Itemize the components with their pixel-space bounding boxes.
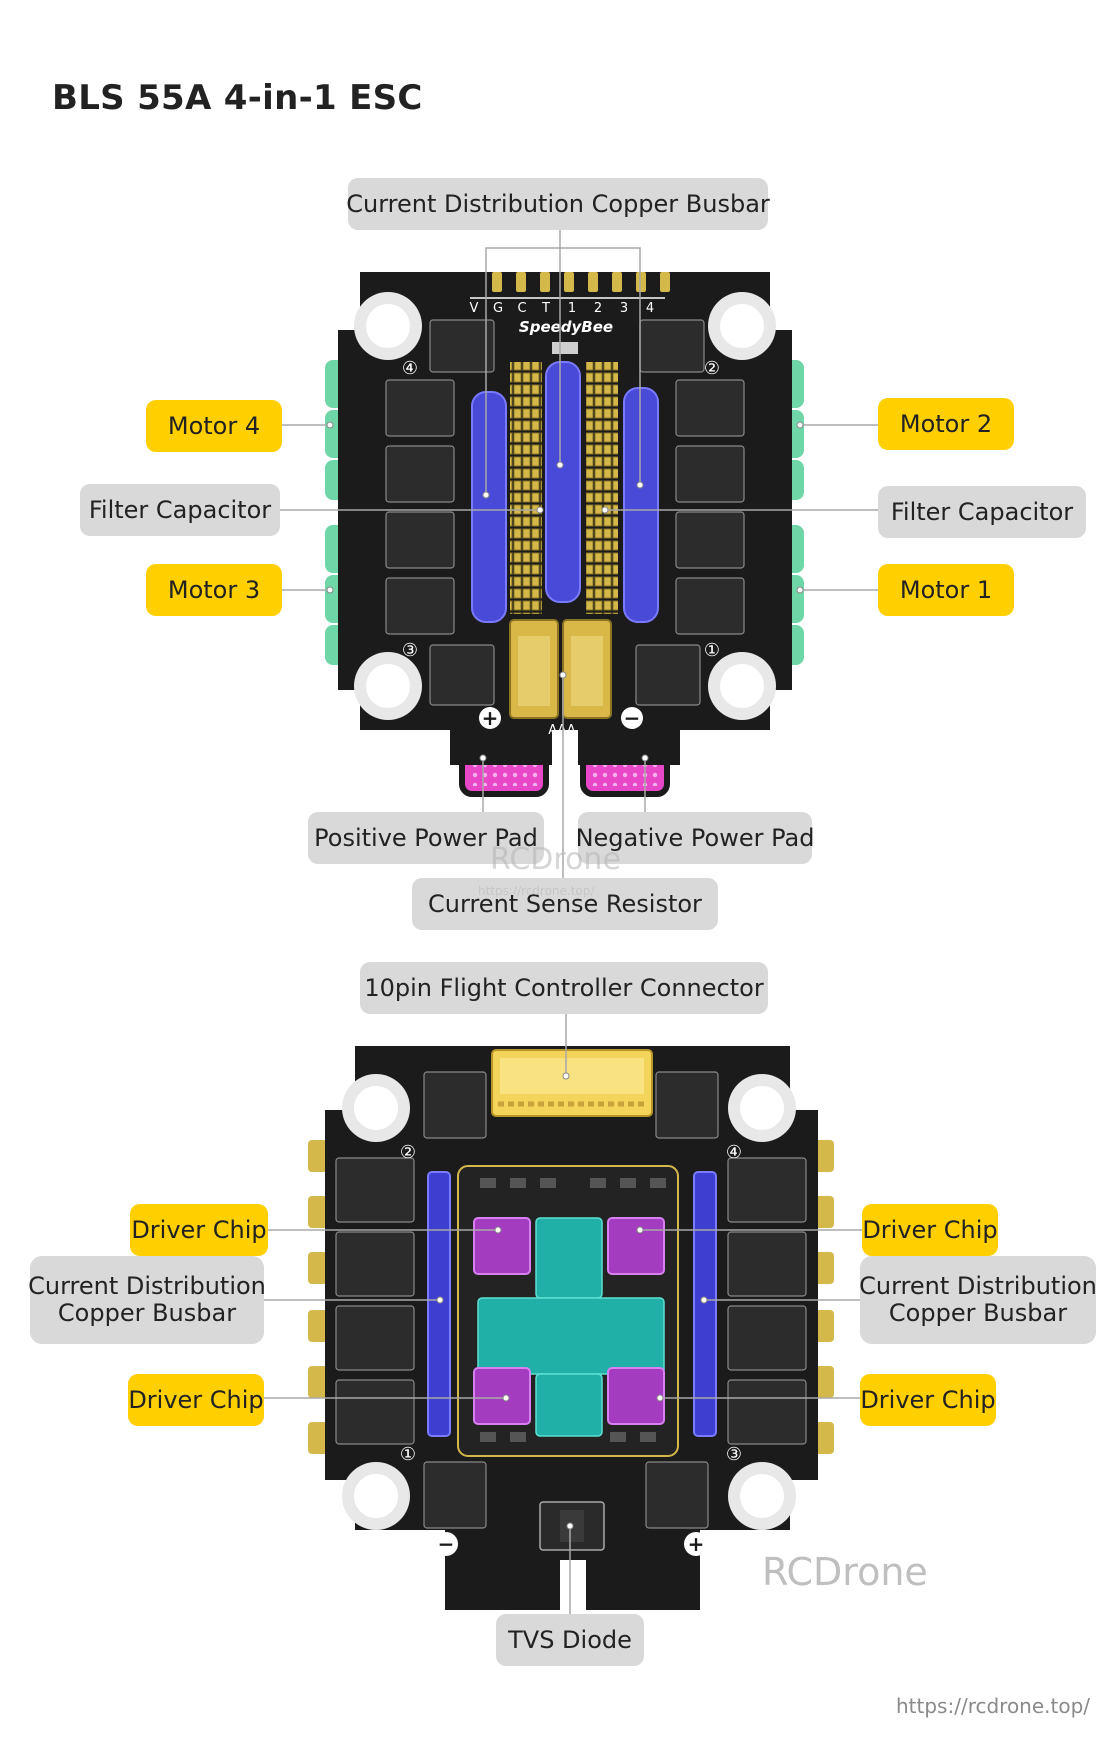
label-filter-left: Filter Capacitor xyxy=(80,484,280,536)
svg-text:3: 3 xyxy=(620,301,628,316)
watermark-bottom: RCDrone xyxy=(762,1550,928,1594)
svg-text:T: T xyxy=(541,301,550,316)
corner-number: ③ xyxy=(402,640,418,661)
label-busbar-right: Current Distribution Copper Busbar xyxy=(859,1256,1097,1344)
label-driver-tl: Driver Chip xyxy=(130,1204,268,1256)
label-motor4: Motor 4 xyxy=(146,400,282,452)
corner-number: ③ xyxy=(726,1444,742,1465)
label-busbar-left: Current Distribution Copper Busbar xyxy=(28,1256,266,1344)
corner-number: ① xyxy=(400,1444,416,1465)
bottom-mosfets xyxy=(335,1071,807,1529)
label-tvs-diode: TVS Diode xyxy=(496,1614,644,1666)
top-esc-board: V G C T 1 2 3 4 SpeedyBee xyxy=(280,228,878,878)
corner-number: ② xyxy=(704,358,720,379)
svg-text:V: V xyxy=(470,301,479,316)
svg-text:G: G xyxy=(493,301,503,316)
current-sense-resistor xyxy=(509,619,612,719)
resistor-mark: AAA xyxy=(548,723,576,738)
corner-number: ② xyxy=(400,1142,416,1163)
page-title: BLS 55A 4-in-1 ESC xyxy=(52,78,423,118)
bottom-copper-busbars xyxy=(427,1171,717,1437)
corner-number: ④ xyxy=(726,1142,742,1163)
top-header-pins xyxy=(492,272,670,292)
filter-capacitor-right xyxy=(586,362,618,614)
label-motor1: Motor 1 xyxy=(878,564,1014,616)
plus-symbol: + xyxy=(482,706,499,730)
bottom-leader-lines xyxy=(264,1012,862,1614)
label-positive-pad: Positive Power Pad xyxy=(308,812,544,864)
fc-connector xyxy=(491,1049,653,1117)
driver-chips xyxy=(473,1217,665,1425)
filter-capacitor-left xyxy=(510,362,542,614)
source-url: https://rcdrone.top/ xyxy=(896,1694,1091,1718)
label-busbar: Current Distribution Copper Busbar xyxy=(346,178,770,230)
watermark-mid-url: https://rcdrone.top/ xyxy=(478,884,595,898)
label-driver-br: Driver Chip xyxy=(860,1374,996,1426)
svg-text:4: 4 xyxy=(646,301,654,316)
bottom-esc-board: ② ④ ① ③ − + xyxy=(264,1012,862,1614)
minus-symbol: − xyxy=(624,706,641,730)
svg-text:1: 1 xyxy=(568,301,576,316)
label-motor3: Motor 3 xyxy=(146,564,282,616)
pin-labels: V G C T 1 2 3 4 xyxy=(470,301,655,316)
label-negative-pad: Negative Power Pad xyxy=(576,812,814,864)
plus-symbol: + xyxy=(688,1532,705,1556)
label-driver-tr: Driver Chip xyxy=(862,1204,998,1256)
top-mount-holes xyxy=(354,292,776,720)
svg-text:C: C xyxy=(517,301,526,316)
bottom-mount-holes xyxy=(342,1074,796,1530)
corner-number: ① xyxy=(704,640,720,661)
minus-symbol: − xyxy=(438,1532,455,1556)
brand-logo: SpeedyBee xyxy=(519,318,613,336)
label-sense-resistor: Current Sense Resistor xyxy=(412,878,718,930)
label-driver-bl: Driver Chip xyxy=(128,1374,264,1426)
top-mosfets xyxy=(385,319,745,706)
bottom-side-pads xyxy=(308,1140,834,1454)
svg-text:2: 2 xyxy=(594,301,602,316)
corner-number: ④ xyxy=(402,358,418,379)
label-filter-right: Filter Capacitor xyxy=(878,486,1086,538)
top-copper-busbars xyxy=(471,361,659,623)
label-motor2: Motor 2 xyxy=(878,398,1014,450)
top-leader-lines xyxy=(280,228,878,878)
watermark-mid: RCDrone xyxy=(490,842,621,877)
mcu-chips xyxy=(477,1217,665,1437)
label-fc-connector: 10pin Flight Controller Connector xyxy=(360,962,768,1014)
